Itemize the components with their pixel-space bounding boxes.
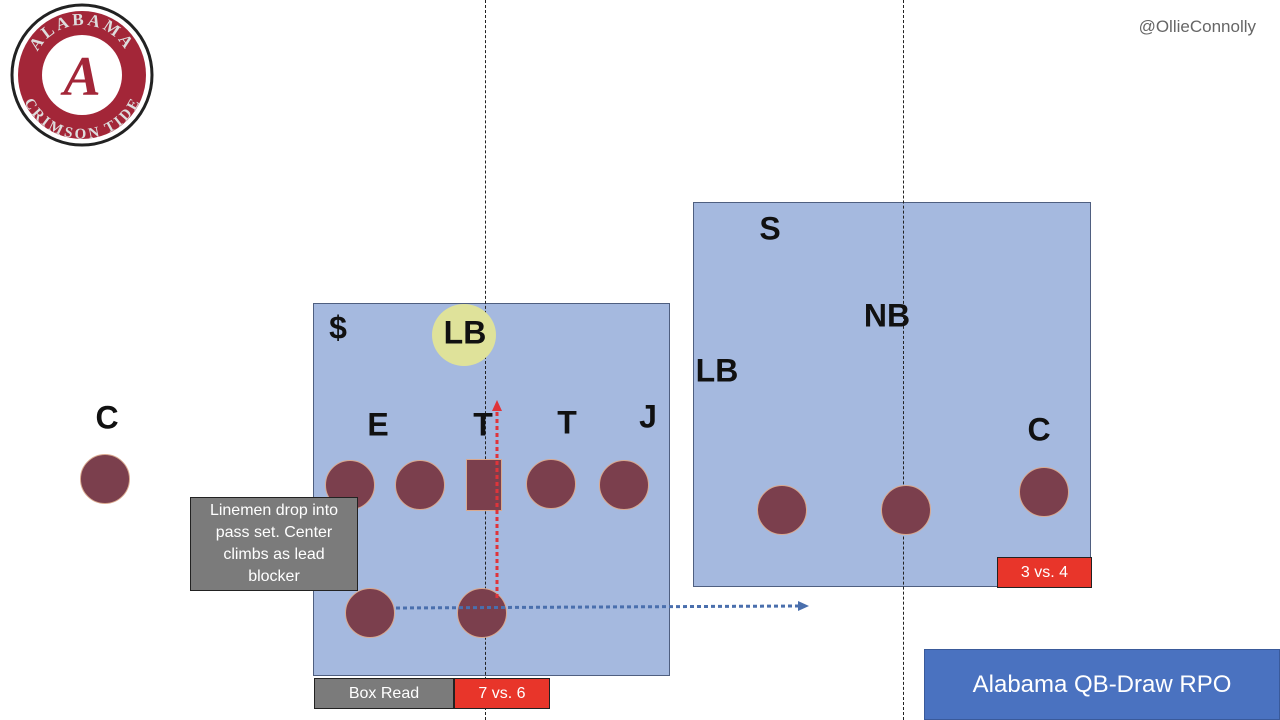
lb-highlight bbox=[432, 304, 496, 366]
player-rb bbox=[345, 588, 395, 638]
defender-lb-read: LB bbox=[443, 314, 487, 351]
player-slot-1 bbox=[757, 485, 807, 535]
play-title: Alabama QB-Draw RPO bbox=[924, 649, 1280, 720]
note-box: Linemen drop into pass set. Center climb… bbox=[190, 497, 358, 591]
alabama-logo: ALABAMA CRIMSON TIDE A bbox=[10, 3, 154, 147]
right-count-badge: 3 vs. 4 bbox=[997, 557, 1092, 588]
player-lg bbox=[395, 460, 445, 510]
player-rt bbox=[599, 460, 649, 510]
defender-nb: NB bbox=[863, 297, 911, 334]
svg-text:A: A bbox=[60, 46, 100, 108]
player-qb bbox=[457, 588, 507, 638]
player-rg bbox=[526, 459, 576, 509]
left-count-badge: 7 vs. 6 bbox=[454, 678, 550, 709]
defender-lb-right: LB bbox=[695, 352, 739, 389]
defender-t2: T bbox=[557, 404, 577, 441]
defender-safety: $ bbox=[329, 309, 347, 346]
defender-c-left: C bbox=[95, 399, 119, 436]
hash-line-left bbox=[485, 0, 486, 720]
defender-c-right: C bbox=[1027, 411, 1051, 448]
player-wr-left bbox=[80, 454, 130, 504]
arrow-up-icon bbox=[492, 400, 502, 411]
defender-e: E bbox=[367, 406, 389, 443]
credit-handle: @OllieConnolly bbox=[1138, 17, 1256, 36]
defender-t1: T bbox=[473, 406, 493, 443]
rpo-pass-route bbox=[395, 604, 799, 610]
defender-s: S bbox=[759, 210, 781, 247]
arrow-right-icon bbox=[798, 601, 809, 611]
box-read-label: Box Read bbox=[314, 678, 454, 709]
player-slot-2 bbox=[881, 485, 931, 535]
defender-j: J bbox=[639, 398, 657, 435]
hash-line-right bbox=[903, 0, 904, 720]
player-wr-right bbox=[1019, 467, 1069, 517]
